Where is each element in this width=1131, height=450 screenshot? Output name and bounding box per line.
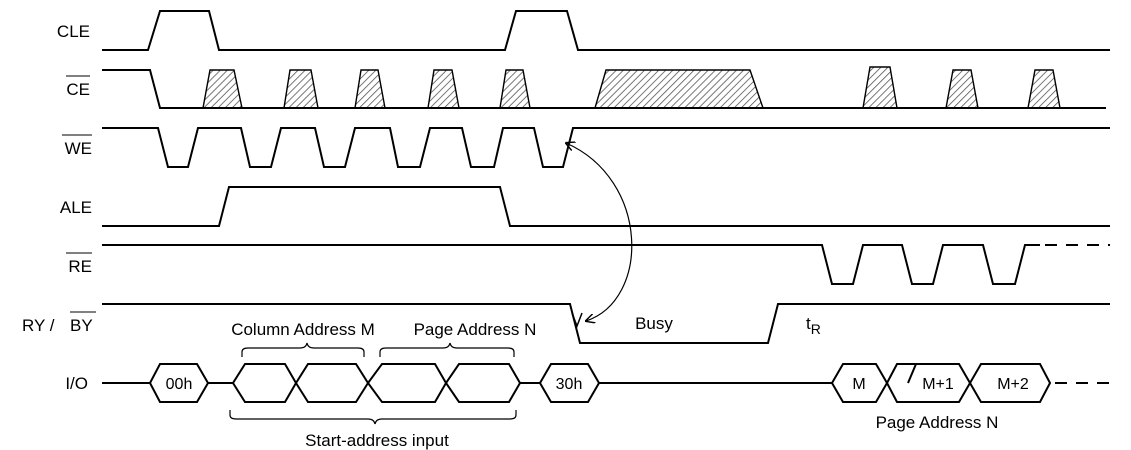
- re-waveform: [102, 244, 1040, 285]
- cle-waveform: [102, 10, 1110, 51]
- we-label: WE: [65, 139, 92, 158]
- ry-by-waveform: [102, 303, 1110, 344]
- ce-label: CE: [66, 80, 90, 99]
- column-address-brace: [241, 342, 365, 357]
- column-address-label: Column Address M: [231, 320, 375, 339]
- busy-label: Busy: [635, 314, 673, 333]
- io-cmd1-text: 00h: [166, 376, 193, 393]
- we-to-busy-arrow: [566, 143, 633, 321]
- page-address-top-label: Page Address N: [414, 320, 537, 339]
- io-label: I/O: [65, 374, 88, 393]
- we-waveform: [102, 127, 1110, 168]
- re-label: RE: [68, 257, 92, 276]
- io-data-cell-gap: [907, 363, 917, 384]
- by-label: BY: [70, 316, 93, 335]
- ce-dontcare-2: [283, 69, 319, 109]
- ce-dontcare-3: [354, 69, 386, 109]
- ce-dontcare-8: [945, 69, 979, 109]
- io-data-text-1: M: [852, 376, 865, 393]
- page-address-brace: [379, 342, 515, 357]
- io-data-text-2: M+1: [922, 376, 954, 393]
- page-address-bottom-label: Page Address N: [876, 413, 999, 432]
- ale-waveform: [102, 186, 1110, 227]
- io-addr-cell-3: [366, 363, 448, 403]
- io-addr-cell-4: [444, 363, 522, 403]
- io-cmd2-text: 30h: [556, 376, 583, 393]
- ce-dontcare-5: [499, 69, 531, 109]
- io-data-cell-3: [968, 363, 1052, 403]
- ce-dontcare-9: [1027, 69, 1061, 109]
- ce-dontcare-1: [202, 69, 243, 109]
- ce-waveform: [102, 69, 1106, 109]
- cle-label: CLE: [57, 22, 90, 41]
- start-address-brace: [229, 410, 517, 425]
- io-data-text-3: M+2: [997, 376, 1029, 393]
- ce-dontcare-7: [862, 66, 898, 109]
- busy-edge-arrowhead: [571, 312, 583, 329]
- tr-label: tR: [806, 314, 821, 337]
- ce-dontcare-4: [427, 69, 460, 109]
- io-addr-cell-1: [231, 363, 298, 403]
- ale-label: ALE: [60, 198, 92, 217]
- ry-label: RY /: [22, 316, 55, 335]
- io-addr-cell-2: [294, 363, 370, 403]
- ce-dontcare-6: [594, 69, 764, 109]
- start-address-label: Start-address input: [305, 431, 449, 450]
